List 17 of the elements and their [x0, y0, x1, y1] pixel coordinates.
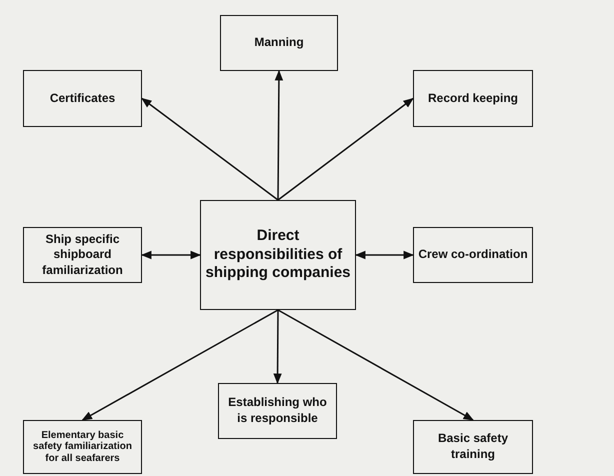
responsibility-box: Manning [220, 15, 338, 71]
arrow [140, 250, 202, 260]
arrow [273, 310, 282, 384]
responsibility-box: Ship specific shipboard familiarization [23, 227, 142, 283]
responsibility-box: Establishing who is responsible [218, 383, 337, 439]
central-box: Direct responsibilities of shipping companies [200, 200, 356, 310]
responsibility-box: Record keeping [413, 70, 533, 127]
responsibility-box: Elementary basic safety familiarization for all seafarers [23, 420, 142, 474]
arrow [82, 309, 278, 421]
responsibility-box: Crew co-ordination [413, 227, 533, 283]
arrow [278, 309, 474, 421]
arrow [278, 98, 414, 201]
arrow [354, 250, 414, 260]
responsibility-box: Certificates [23, 70, 142, 127]
responsibility-box: Basic safety training [413, 420, 533, 474]
arrow [141, 98, 278, 201]
arrow [274, 70, 284, 200]
